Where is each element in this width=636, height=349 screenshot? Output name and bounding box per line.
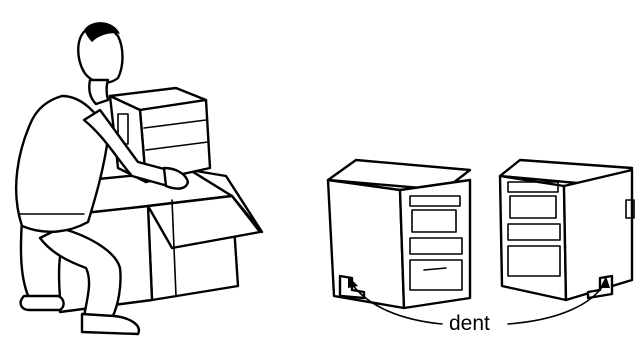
dent-label: dent xyxy=(449,313,490,334)
printer-view-right xyxy=(500,160,634,300)
person-unpacking-printer xyxy=(16,22,262,334)
